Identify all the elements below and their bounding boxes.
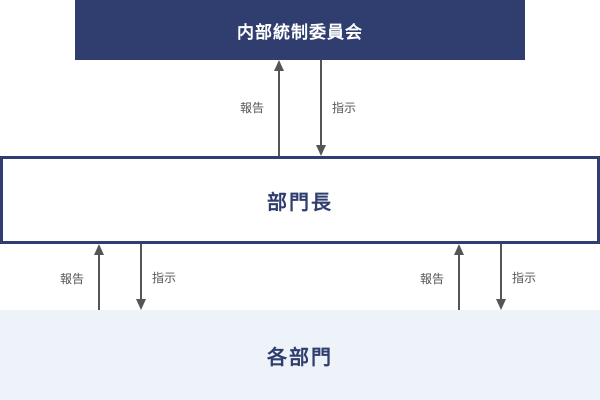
report-arrow-left [94,244,104,310]
departments-box: 各部門 [0,310,600,400]
instruct-label-top: 指示 [332,101,357,115]
instruct-label-right: 指示 [512,271,537,285]
report-label-right: 報告 [420,272,445,286]
department-head-box: 部門長 [0,156,600,244]
departments-label: 各部門 [267,344,333,369]
report-label-left: 報告 [60,272,85,286]
instruct-arrow-left [136,244,146,310]
internal-control-committee-box: 内部統制委員会 [75,0,525,60]
instruct-arrow-top [316,60,326,156]
department-head-label: 部門長 [267,189,333,214]
internal-control-committee-label: 内部統制委員会 [237,22,363,43]
instruct-arrow-right [496,244,506,310]
report-arrow-right [454,244,464,310]
report-arrow-top [274,60,284,156]
report-label-top: 報告 [240,101,265,115]
instruct-label-left: 指示 [152,271,177,285]
